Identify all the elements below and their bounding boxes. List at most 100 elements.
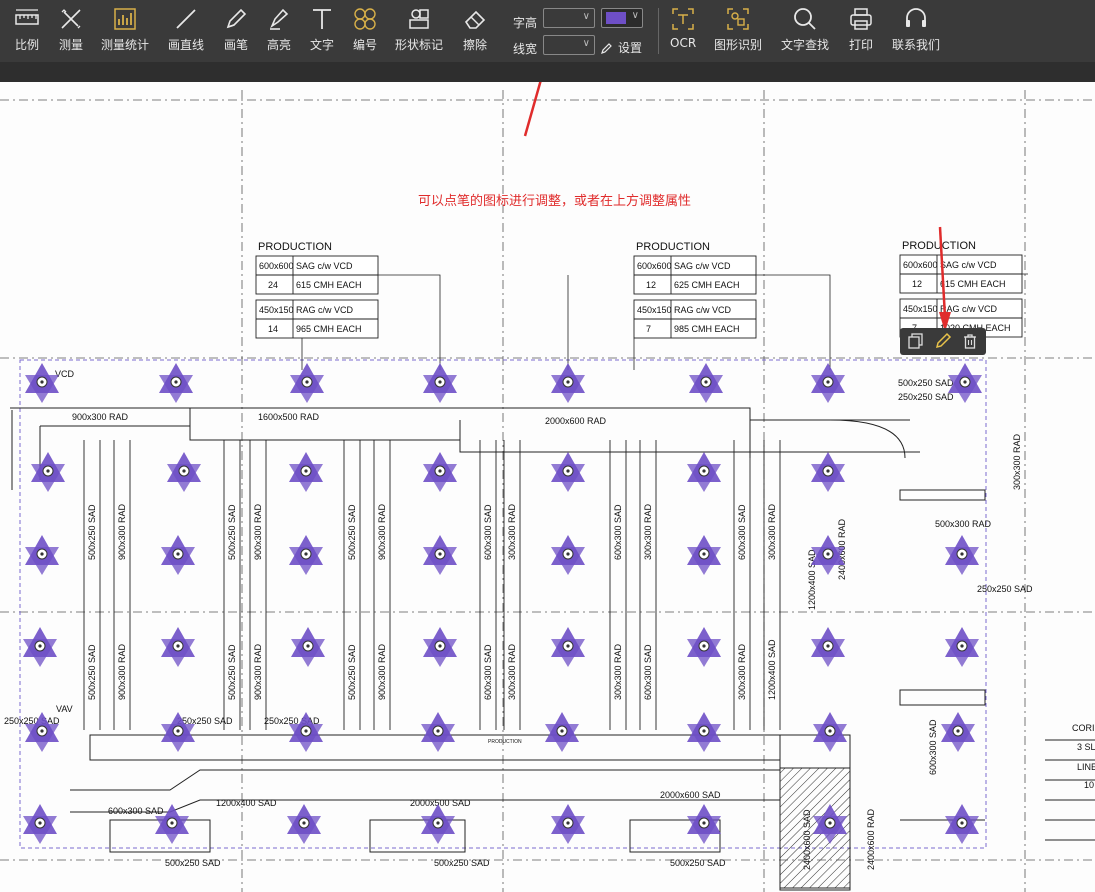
triangle-marker[interactable] <box>687 712 721 752</box>
triangle-marker[interactable] <box>290 363 324 403</box>
triangle-marker[interactable] <box>545 712 579 752</box>
duct-label-vertical: 900x300 RAD <box>117 503 127 560</box>
schedule-cell: 625 CMH EACH <box>674 280 740 290</box>
triangle-marker[interactable] <box>421 712 455 752</box>
branch-duct <box>479 440 497 730</box>
branch-duct <box>609 440 627 730</box>
schedule-cell: 14 <box>268 324 278 334</box>
duct-label: CORI <box>1072 723 1095 733</box>
schedule-cell: 985 CMH EACH <box>674 324 740 334</box>
branch-duct <box>249 440 267 730</box>
triangle-marker[interactable] <box>687 627 721 667</box>
tool-highlight-button[interactable]: 高亮 <box>266 6 292 53</box>
branch-duct <box>733 440 751 730</box>
triangle-marker[interactable] <box>551 804 585 844</box>
tool-numbering-button[interactable]: 编号 <box>352 6 378 53</box>
schedule-cell: 12 <box>646 280 656 290</box>
duct-label: 250x250 SAD <box>898 392 954 402</box>
schedule-cell: RAG c/w VCD <box>296 305 354 315</box>
triangle-marker[interactable] <box>551 363 585 403</box>
triangle-marker[interactable] <box>31 452 65 492</box>
delete-icon[interactable] <box>961 332 979 350</box>
tool-shape-mark-button[interactable]: 形状标记 <box>395 6 443 53</box>
triangle-marker[interactable] <box>687 804 721 844</box>
tool-shape-recognition-button[interactable]: 图形识别 <box>714 6 762 53</box>
triangle-marker[interactable] <box>23 804 57 844</box>
triangle-marker[interactable] <box>289 535 323 575</box>
eraser-icon <box>464 10 486 29</box>
triangle-marker[interactable] <box>687 535 721 575</box>
triangle-marker[interactable] <box>945 535 979 575</box>
triangle-marker[interactable] <box>811 363 845 403</box>
tool-print-button[interactable]: 打印 <box>848 6 874 53</box>
font-size-label: 字高 <box>513 16 538 30</box>
copy-icon[interactable] <box>907 332 925 350</box>
duct-label: 500x250 SAD <box>898 378 954 388</box>
duct-label-vertical: 600x300 SAD <box>643 644 653 700</box>
font-size-select[interactable]: ∨ <box>543 8 595 28</box>
duct-label: 1200x400 SAD <box>216 798 277 808</box>
tool-text-search-button[interactable]: 文字查找 <box>781 6 829 53</box>
triangle-marker[interactable] <box>423 452 457 492</box>
duct-label-vertical: 300x300 RAD <box>507 643 517 700</box>
edit-pen-icon[interactable] <box>934 332 952 350</box>
triangle-marker[interactable] <box>689 363 723 403</box>
triangle-marker[interactable] <box>551 627 585 667</box>
triangle-marker[interactable] <box>287 804 321 844</box>
tool-label: 形状标记 <box>395 38 444 52</box>
triangle-marker[interactable] <box>25 535 59 575</box>
line-width-select[interactable]: ∨ <box>543 35 595 55</box>
tool-measure-stats-button[interactable]: 测量统计 <box>101 6 149 53</box>
pen-icon <box>226 8 247 29</box>
triangle-marker[interactable] <box>948 363 982 403</box>
tool-measure-button[interactable]: 测量 <box>58 6 84 53</box>
tool-pen-button[interactable]: 画笔 <box>223 6 249 53</box>
triangle-marker[interactable] <box>289 712 323 752</box>
triangle-marker[interactable] <box>25 712 59 752</box>
tool-line-button[interactable]: 画直线 <box>168 6 204 53</box>
tool-text-button[interactable]: 文字 <box>309 6 335 53</box>
triangle-marker[interactable] <box>551 452 585 492</box>
schedule-cell: 600x600 <box>259 261 294 271</box>
triangle-marker[interactable] <box>421 804 455 844</box>
triangle-marker[interactable] <box>161 627 195 667</box>
triangle-marker[interactable] <box>811 535 845 575</box>
tool-contact-button[interactable]: 联系我们 <box>892 6 940 53</box>
branch-duct <box>343 440 361 730</box>
triangle-marker[interactable] <box>161 535 195 575</box>
schedule-cell: 450x150 <box>259 305 294 315</box>
color-picker[interactable]: ∨ <box>601 8 643 28</box>
tool-label: OCR <box>670 36 697 50</box>
duct-label: 500x300 RAD <box>935 519 992 529</box>
triangle-marker[interactable] <box>687 452 721 492</box>
triangle-marker[interactable] <box>155 804 189 844</box>
triangle-marker[interactable] <box>289 452 323 492</box>
settings-button[interactable]: 设置 <box>601 39 642 56</box>
triangle-marker[interactable] <box>291 627 325 667</box>
triangle-marker[interactable] <box>167 452 201 492</box>
triangle-marker[interactable] <box>159 363 193 403</box>
chevron-down-icon: ∨ <box>582 11 590 22</box>
triangle-marker[interactable] <box>423 535 457 575</box>
tool-label: 擦除 <box>462 38 487 52</box>
triangle-marker[interactable] <box>25 363 59 403</box>
triangle-marker[interactable] <box>551 535 585 575</box>
triangle-marker[interactable] <box>23 627 57 667</box>
duct-label-vertical: 600x300 SAD <box>613 504 623 560</box>
triangle-marker[interactable] <box>945 804 979 844</box>
duct-label-vertical: 600x300 SAD <box>737 504 747 560</box>
triangle-marker[interactable] <box>941 712 975 752</box>
triangle-marker[interactable] <box>423 627 457 667</box>
tool-eraser-button[interactable]: 擦除 <box>462 6 488 53</box>
tool-scale-button[interactable]: 比例 <box>14 6 40 53</box>
triangle-marker[interactable] <box>423 363 457 403</box>
triangle-marker[interactable] <box>945 627 979 667</box>
settings-label: 设置 <box>618 41 643 55</box>
triangle-marker[interactable] <box>811 452 845 492</box>
tool-ocr-button[interactable]: OCR <box>670 6 696 50</box>
triangle-marker[interactable] <box>813 712 847 752</box>
triangle-marker[interactable] <box>161 712 195 752</box>
triangle-marker[interactable] <box>813 804 847 844</box>
triangle-marker[interactable] <box>811 627 845 667</box>
